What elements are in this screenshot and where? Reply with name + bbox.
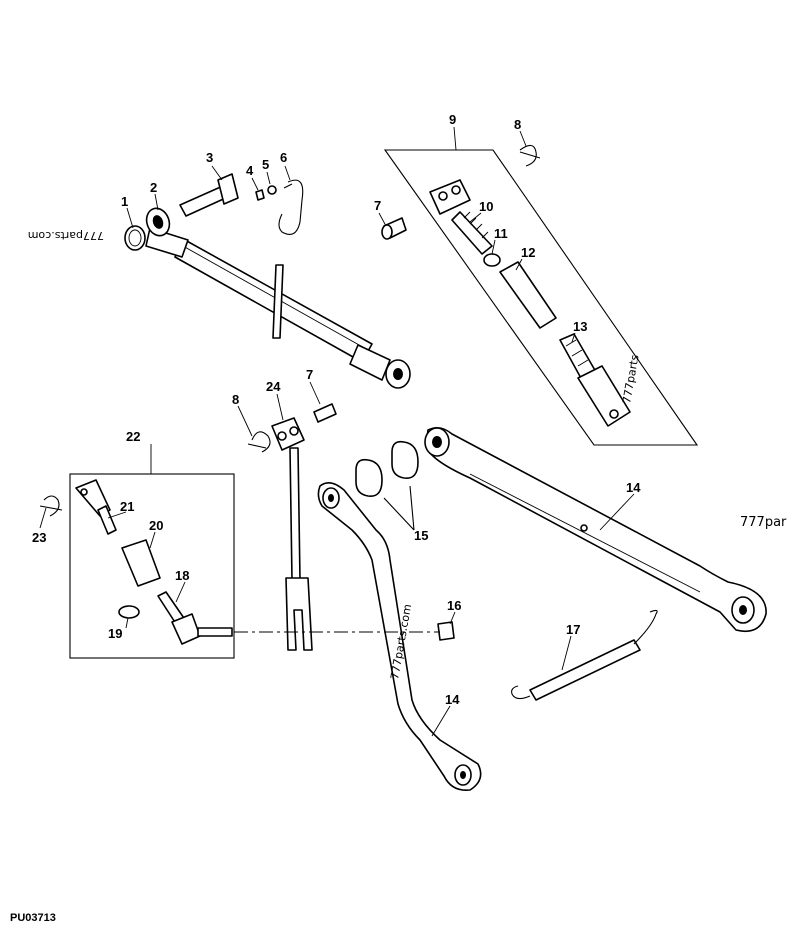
callout-8-a: 8	[514, 117, 521, 132]
callout-2: 2	[150, 180, 157, 195]
callout-4: 4	[246, 163, 254, 178]
callout-22: 22	[126, 429, 140, 444]
callout-14-a: 14	[626, 480, 641, 495]
figure-id: PU03713	[10, 912, 56, 924]
watermark-kit: 777parts	[620, 353, 641, 404]
sway-block-kit	[39, 473, 235, 659]
watermark-right: 777par	[740, 515, 787, 530]
callout-12: 12	[521, 245, 535, 260]
nut-16	[437, 621, 455, 641]
callout-16: 16	[447, 598, 461, 613]
lower-link-left	[317, 482, 482, 792]
callout-5: 5	[262, 157, 269, 172]
callout-21: 21	[120, 499, 134, 514]
callout-6: 6	[280, 150, 287, 165]
callout-19: 19	[108, 626, 122, 641]
top-link-assembly	[124, 173, 411, 389]
callout-labels: 1 2 3 4 5 6 7 7 8 8 9 10 11 12 13 14 14 …	[32, 112, 641, 707]
callout-8-b: 8	[232, 392, 239, 407]
callout-14-b: 14	[445, 692, 460, 707]
spring-17	[511, 609, 658, 701]
callout-18: 18	[175, 568, 189, 583]
callout-1: 1	[121, 194, 128, 209]
lower-link-right	[424, 426, 767, 633]
callout-24: 24	[266, 379, 281, 394]
watermark-top: 777parts.com	[28, 229, 104, 242]
lift-rod	[247, 403, 337, 651]
callout-20: 20	[149, 518, 163, 533]
callout-17: 17	[566, 622, 580, 637]
callout-13: 13	[573, 319, 587, 334]
callout-3: 3	[206, 150, 213, 165]
callout-10: 10	[479, 199, 493, 214]
lynch-pins	[355, 440, 419, 531]
callout-9: 9	[449, 112, 456, 127]
callout-15: 15	[414, 528, 428, 543]
callout-7-b: 7	[306, 367, 313, 382]
callout-7-a: 7	[374, 198, 381, 213]
turnbuckle-kit	[381, 144, 699, 446]
leader-lines	[39, 126, 635, 737]
callout-23: 23	[32, 530, 46, 545]
callout-11: 11	[494, 226, 508, 241]
